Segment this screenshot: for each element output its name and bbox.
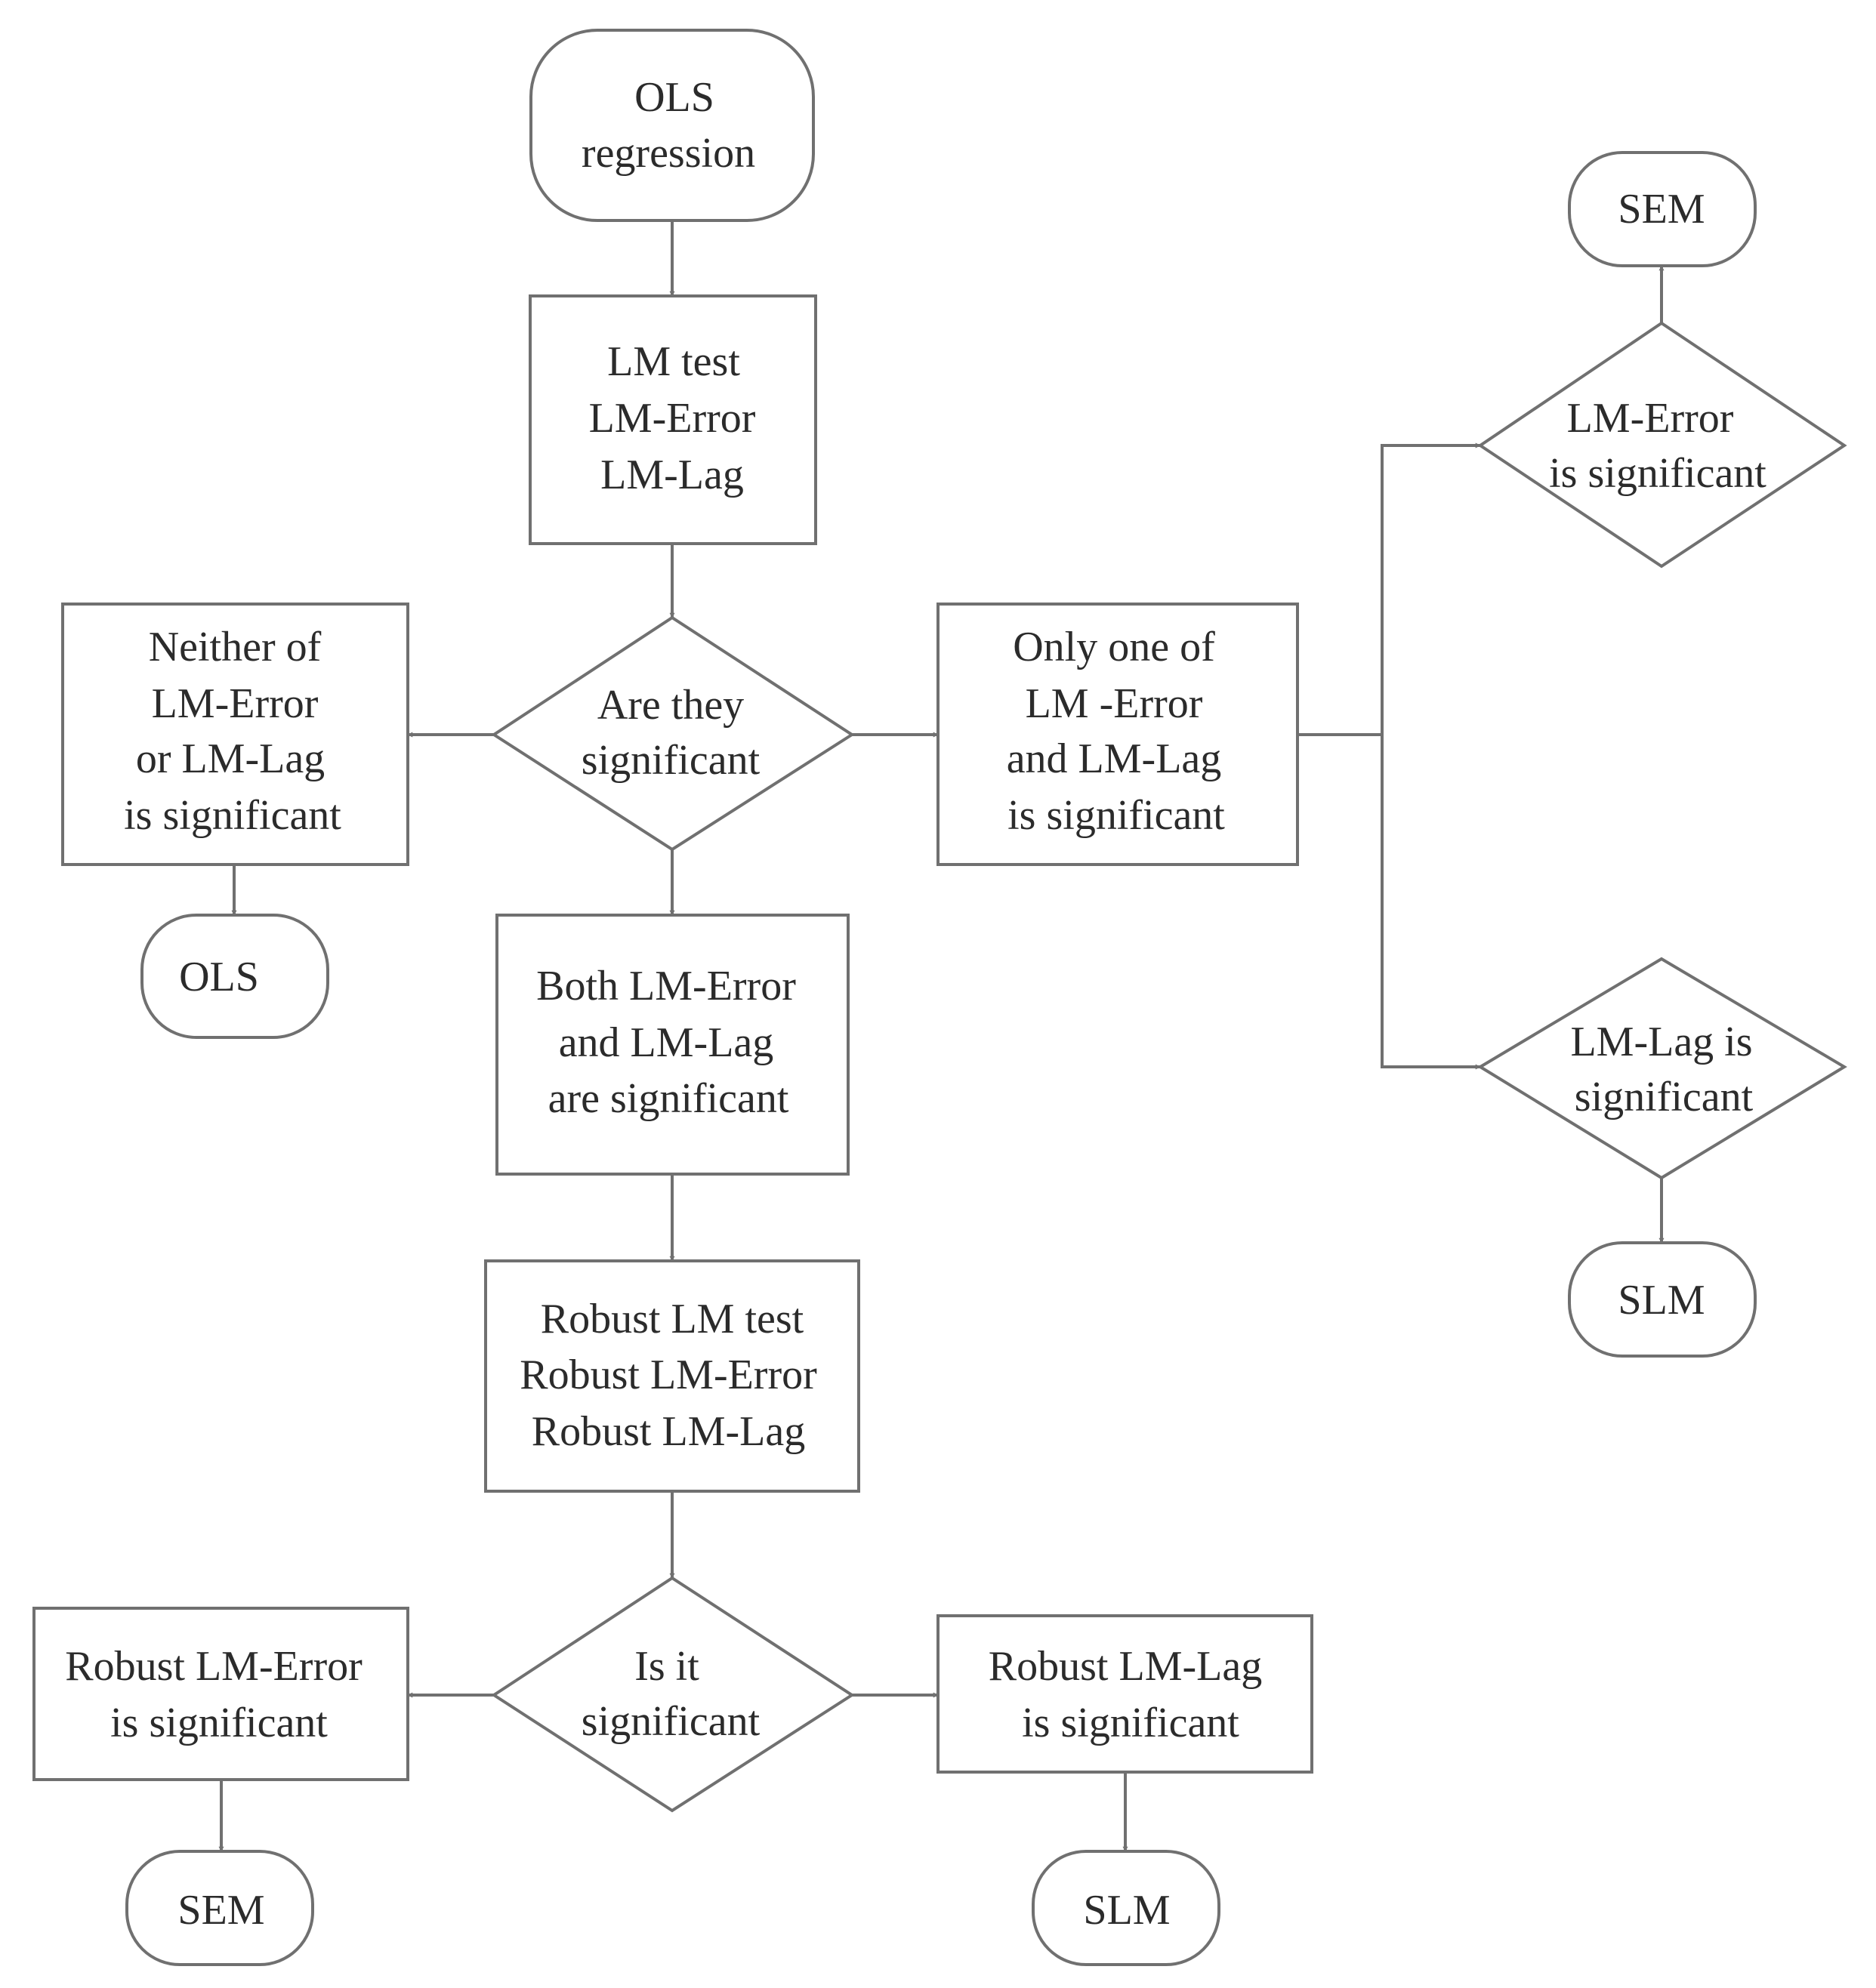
process-robust-lm-lag (936, 1614, 1313, 1774)
label-robust-lag-line-1: Robust LM-Lag (989, 1643, 1262, 1690)
label-only-one-line-3: and LM-Lag (1007, 735, 1222, 782)
label-ols-result: OLS (179, 954, 259, 1000)
label-lm-test-line-1: LM test (607, 338, 740, 385)
label-neither-line-3: or LM-Lag (136, 735, 325, 782)
label-robust-line-3: Robust LM-Lag (532, 1408, 805, 1455)
label-only-one-line-2: LM -Error (1026, 680, 1203, 727)
label-neither-line-1: Neither of (149, 624, 322, 670)
process-only-one-significant (936, 603, 1299, 866)
label-only-one-line-4: is significant (1007, 792, 1225, 839)
nodes (32, 29, 1847, 1966)
label-both-line-1: Both LM-Error (536, 963, 796, 1009)
label-slm-bottom: SLM (1083, 1887, 1170, 1934)
start-terminal-ols-regression (529, 29, 815, 222)
label-robust-lag-line-2: is significant (1022, 1700, 1239, 1746)
label-lm-error-decision-line-1: LM-Error (1567, 395, 1734, 442)
label-robust-line-1: Robust LM test (541, 1296, 804, 1342)
terminal-ols (140, 914, 329, 1039)
label-both-line-3: are significant (548, 1075, 789, 1122)
label-robust-error-line-1: Robust LM-Error (65, 1643, 363, 1690)
label-ols-regression-line-1: OLS (634, 74, 714, 121)
process-both-significant (495, 914, 850, 1176)
decision-are-they-significant (491, 615, 855, 852)
label-is-it-line-1: Is it (634, 1643, 699, 1690)
process-lm-test (529, 294, 817, 545)
edge-onlyone-to-lmerror (1297, 442, 1481, 736)
decision-lm-lag-significant (1477, 957, 1847, 1180)
label-slm-right: SLM (1618, 1277, 1705, 1324)
label-are-they-line-1: Are they (597, 682, 744, 729)
label-sem-bottom: SEM (177, 1887, 264, 1934)
label-lm-lag-decision-line-2: significant (1575, 1074, 1754, 1120)
process-robust-lm-error (32, 1607, 409, 1781)
labels: OLS regression LM test LM-Error LM-Lag A… (65, 74, 1766, 1934)
terminal-sem-top (1568, 151, 1757, 267)
label-neither-line-2: LM-Error (152, 680, 319, 727)
process-neither-significant (61, 603, 409, 866)
edge-onlyone-to-lmlag (1381, 735, 1481, 1070)
terminal-sem-bottom (125, 1850, 314, 1966)
terminal-slm-bottom (1032, 1850, 1220, 1966)
label-robust-line-2: Robust LM-Error (520, 1352, 817, 1398)
process-robust-lm-test (484, 1259, 860, 1493)
label-robust-error-line-2: is significant (110, 1700, 328, 1746)
terminal-slm-right (1568, 1241, 1757, 1358)
connectors (218, 220, 1665, 1852)
decision-lm-error-significant (1477, 321, 1847, 569)
label-is-it-line-2: significant (582, 1698, 761, 1745)
decision-is-it-significant (491, 1576, 855, 1813)
label-only-one-line-1: Only one of (1013, 624, 1215, 670)
label-ols-regression-line-2: regression (582, 130, 755, 177)
label-lm-lag-decision-line-1: LM-Lag is (1570, 1019, 1752, 1065)
label-are-they-line-2: significant (582, 737, 761, 784)
label-lm-test-line-3: LM-Lag (600, 452, 744, 498)
label-sem-top: SEM (1618, 186, 1705, 233)
label-lm-test-line-2: LM-Error (589, 395, 756, 442)
label-neither-line-4: is significant (124, 792, 341, 839)
label-lm-error-decision-line-2: is significant (1549, 450, 1766, 497)
label-both-line-2: and LM-Lag (559, 1019, 774, 1066)
